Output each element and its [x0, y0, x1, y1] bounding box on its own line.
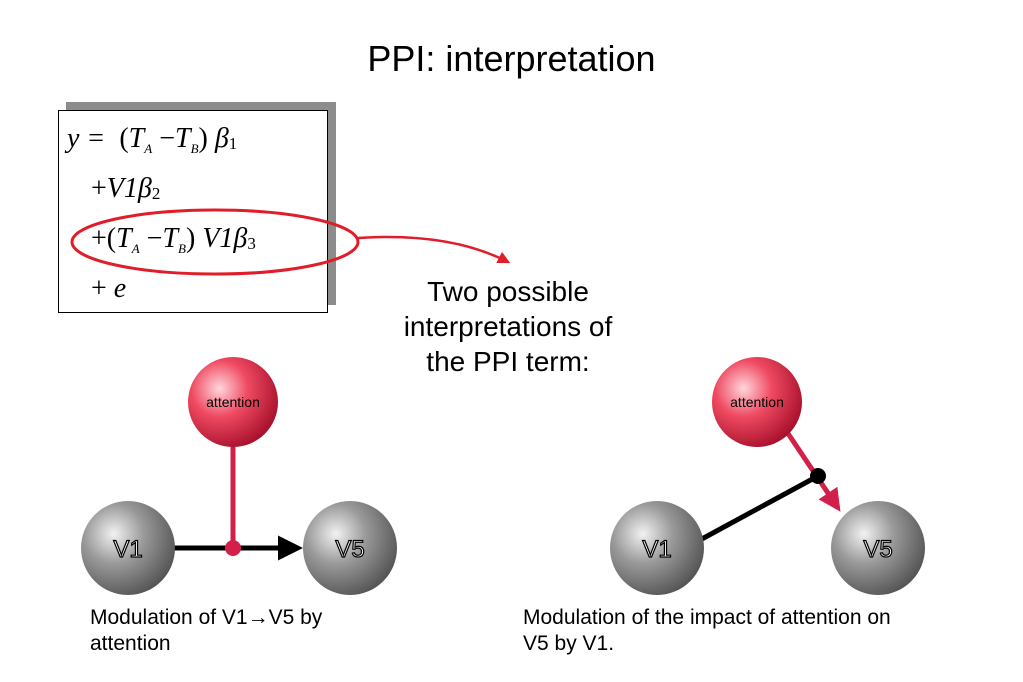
- left-v1-node: [81, 501, 175, 595]
- eq-t-a: T: [128, 123, 145, 154]
- eq-plus: +: [91, 223, 107, 254]
- eq-close-paren: ): [198, 123, 208, 154]
- right-v1-node: [610, 501, 704, 595]
- right-modulation-arrow: [784, 430, 841, 512]
- left-model: attention V1 V5: [81, 357, 397, 595]
- left-modulation-junction: [225, 540, 241, 556]
- ppi-term-highlight-ellipse: [70, 208, 360, 276]
- interpretation-callout: Two possible interpretations of the PPI …: [403, 276, 613, 377]
- eq-var: V1: [202, 223, 234, 254]
- eq-lhs: y =: [67, 123, 106, 154]
- eq-open-paren: (: [119, 123, 129, 154]
- right-model: attention V1 V5: [610, 357, 925, 595]
- equation-line-1: y = (TA −TB) β1: [67, 123, 238, 156]
- eq-t-b: T: [162, 223, 179, 254]
- equation-line-2: +V1β2: [91, 175, 160, 203]
- left-v5-label: V5: [335, 536, 364, 563]
- eq-t-a: T: [116, 223, 132, 254]
- right-caption: Modulation of the impact of attention on…: [523, 605, 891, 657]
- right-v1-label: V1: [642, 536, 671, 563]
- right-caption-line-1: Modulation of the impact of attention on: [523, 606, 891, 629]
- eq-sub-a: A: [131, 241, 140, 256]
- eq-var: e: [113, 273, 127, 304]
- eq-plus: +: [91, 273, 107, 304]
- left-v1-label: V1: [113, 536, 142, 563]
- right-attention-node: [712, 357, 802, 447]
- eq-plus: +: [91, 173, 107, 204]
- callout-arrow: [357, 235, 511, 264]
- eq-sub-b: B: [190, 141, 199, 156]
- eq-beta-index: 1: [228, 134, 238, 153]
- eq-beta: β: [214, 123, 229, 154]
- eq-t-b: T: [174, 123, 191, 154]
- equation-line-3: +(TA −TB) V1β3: [91, 223, 256, 256]
- eq-open-paren: (: [106, 223, 117, 254]
- left-attention-node: [188, 357, 278, 447]
- eq-var: V1: [106, 173, 138, 204]
- left-caption-line-2: attention: [90, 632, 171, 655]
- right-attention-label: attention: [730, 394, 784, 410]
- eq-close-paren: ): [185, 223, 196, 254]
- eq-beta-index: 3: [247, 234, 256, 253]
- equation-box: y = (TA −TB) β1 +V1β2 +(TA −TB) V1β3 + e: [58, 110, 328, 313]
- equation-line-4: + e: [91, 275, 126, 303]
- eq-beta-index: 2: [151, 184, 161, 203]
- right-v5-node: [831, 501, 925, 595]
- eq-beta: β: [137, 173, 152, 204]
- page-title: PPI: interpretation: [367, 38, 656, 79]
- left-caption: Modulation of V1→V5 by attention: [90, 605, 322, 657]
- right-modulating-connection: [698, 473, 820, 543]
- eq-sub-b: B: [178, 241, 186, 256]
- eq-minus: −: [159, 123, 175, 154]
- left-caption-line-1: Modulation of V1→V5 by: [90, 606, 323, 629]
- right-v5-label: V5: [863, 536, 892, 563]
- eq-sub-a: A: [144, 141, 153, 156]
- right-caption-line-2: V5 by V1.: [523, 632, 615, 655]
- left-attention-label: attention: [206, 394, 260, 410]
- eq-minus: −: [146, 223, 163, 254]
- left-v5-node: [303, 501, 397, 595]
- eq-beta: β: [233, 223, 248, 254]
- right-modulation-junction: [810, 468, 826, 484]
